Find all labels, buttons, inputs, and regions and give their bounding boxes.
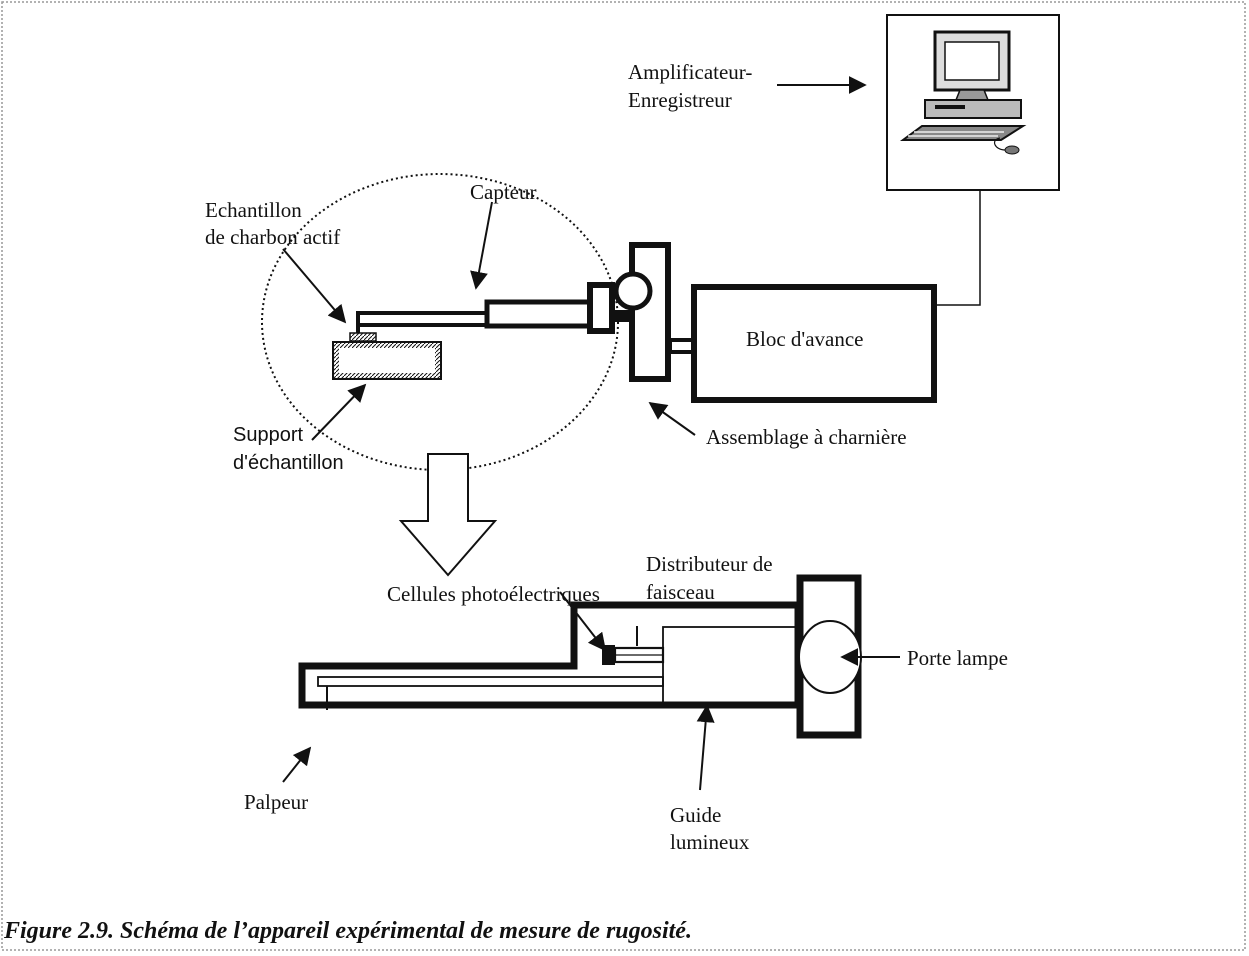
sensor-arm: [356, 311, 489, 327]
label-support-1: Support: [233, 424, 304, 446]
arrow-assemblage: [648, 401, 696, 436]
label-echantillon-1: Echantillon: [205, 198, 302, 222]
label-distributeur-2: faisceau: [646, 580, 715, 604]
arrow-capteur: [470, 201, 493, 290]
sensor-mount: [587, 282, 615, 334]
big-arrow-icon: [398, 453, 498, 577]
bloc-shaft: [668, 338, 696, 354]
hinge-plate: [629, 242, 671, 382]
cable: [935, 190, 981, 306]
label-support-2: d'échantillon: [233, 452, 344, 474]
stylus-arm: [317, 676, 664, 687]
light-guide: [662, 626, 799, 704]
arrow-cellules: [559, 591, 607, 652]
label-cellules: Cellules photoélectriques: [387, 582, 600, 606]
figure-caption: Figure 2.9. Schéma de l’appareil expérim…: [4, 918, 692, 944]
label-echantillon-2: de charbon actif: [205, 225, 341, 249]
computer-icon: [886, 14, 1060, 191]
sample: [349, 332, 377, 342]
label-distributeur-1: Distributeur de: [646, 552, 773, 576]
label-bloc-avance: Bloc d'avance: [746, 327, 864, 351]
arrow-echantillon: [282, 248, 347, 324]
label-assemblage: Assemblage à charnière: [706, 425, 907, 449]
hinge-link: [610, 310, 632, 322]
sensor-body: [484, 299, 593, 329]
arrow-support: [311, 383, 367, 441]
arrow-palpeur: [282, 746, 312, 783]
hinge-knob: [613, 271, 653, 311]
detail-circle: [261, 173, 619, 471]
label-palpeur: Palpeur: [244, 790, 309, 814]
arrow-guide: [696, 704, 715, 791]
label-guide-2: lumineux: [670, 830, 750, 854]
label-guide-1: Guide: [670, 803, 722, 827]
probe-housing: [298, 601, 802, 709]
label-enregistreur: Enregistreur: [628, 88, 732, 112]
label-capteur: Capteur: [470, 180, 537, 204]
label-porte-lampe: Porte lampe: [907, 646, 1008, 670]
label-amplificateur: Amplificateur-: [628, 60, 753, 84]
